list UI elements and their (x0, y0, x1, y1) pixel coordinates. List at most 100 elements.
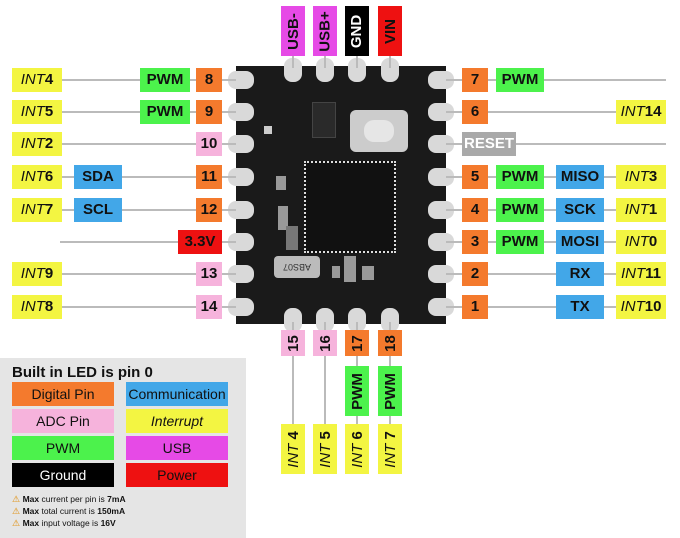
left-func-label: PWM (140, 68, 190, 92)
top-pin-label: USB+ (313, 6, 337, 56)
pad-right-6 (428, 233, 454, 251)
pad-bottom-4 (381, 308, 399, 332)
pad-left-1 (228, 71, 254, 89)
reset-button[interactable] (350, 110, 408, 152)
top-line-4 (389, 56, 391, 68)
top-line-1 (292, 56, 294, 68)
pad-top-4 (381, 58, 399, 82)
left-int-label: INT7 (12, 198, 62, 222)
left-pin-label: 10 (196, 132, 222, 156)
right-int-label: INT1 (616, 198, 666, 222)
right-com-label: TX (556, 295, 604, 319)
right-int-label: INT0 (616, 230, 666, 254)
left-pin-label: 13 (196, 262, 222, 286)
left-int-label: INT4 (12, 68, 62, 92)
legend-note: ⚠ Max current per pin is 7mA (12, 494, 126, 504)
pad-right-5 (428, 201, 454, 219)
right-line-2 (446, 111, 666, 113)
left-int-label: INT5 (12, 100, 62, 124)
pad-right-8 (428, 298, 454, 316)
left-int-label: INT2 (12, 132, 62, 156)
left-int-label: INT6 (12, 165, 62, 189)
pad-right-1 (428, 71, 454, 89)
right-func-label: PWM (496, 68, 544, 92)
pad-left-3 (228, 135, 254, 153)
crystal-marking: ABS07 (282, 262, 312, 272)
left-pin-label: 3.3V (178, 230, 222, 254)
right-func-label: PWM (496, 165, 544, 189)
left-line-6 (60, 241, 236, 243)
legend-item-pwr: Power (126, 463, 228, 487)
pad-bottom-3 (348, 308, 366, 332)
bottom-int-label: INT 6 (345, 424, 369, 474)
right-com-label: RX (556, 262, 604, 286)
top-line-2 (324, 56, 326, 68)
right-pin-label: 6 (462, 100, 488, 124)
legend-item-int: Interrupt (126, 409, 228, 433)
pad-top-3 (348, 58, 366, 82)
pad-top-2 (316, 58, 334, 82)
top-line-3 (356, 56, 358, 68)
pad-left-4 (228, 168, 254, 186)
warning-icon: ⚠ (12, 494, 23, 504)
right-pin-label: 1 (462, 295, 488, 319)
right-pin-label: 3 (462, 230, 488, 254)
left-line-4 (60, 176, 236, 178)
crystal: ABS07 (274, 256, 320, 278)
right-pin-label: 4 (462, 198, 488, 222)
top-pin-label: VIN (378, 6, 402, 56)
left-int-label: INT9 (12, 262, 62, 286)
left-line-3 (60, 143, 236, 145)
pad-bottom-2 (316, 308, 334, 332)
left-pin-label: 9 (196, 100, 222, 124)
left-pin-label: 8 (196, 68, 222, 92)
legend-note: ⚠ Max total current is 150mA (12, 506, 126, 516)
legend-item-adc: ADC Pin (12, 409, 114, 433)
right-int-label: INT14 (616, 100, 666, 124)
top-pin-label: USB- (281, 6, 305, 56)
right-com-label: MOSI (556, 230, 604, 254)
bottom-pin-label: 18 (378, 330, 402, 356)
bottom-line-1 (292, 322, 294, 474)
legend-item-com: Communication (126, 382, 228, 406)
left-int-label: INT8 (12, 295, 62, 319)
right-com-label: SCK (556, 198, 604, 222)
pad-left-2 (228, 103, 254, 121)
legend-item-pwm: PWM (12, 436, 114, 460)
right-int-label: INT3 (616, 165, 666, 189)
right-pin-label: RESET (462, 132, 516, 156)
pad-right-2 (428, 103, 454, 121)
mcu-chip (304, 161, 396, 253)
pad-left-6 (228, 233, 254, 251)
left-line-5 (60, 209, 236, 211)
right-com-label: MISO (556, 165, 604, 189)
warning-icon: ⚠ (12, 506, 23, 516)
bottom-line-2 (324, 322, 326, 474)
bottom-pin-label: 15 (281, 330, 305, 356)
pad-left-7 (228, 265, 254, 283)
left-line-8 (60, 306, 236, 308)
pad-right-3 (428, 135, 454, 153)
left-func-label: SCL (74, 198, 122, 222)
board: ABS07 (228, 58, 454, 332)
left-func-label: PWM (140, 100, 190, 124)
pad-right-7 (428, 265, 454, 283)
right-line-3 (446, 143, 666, 145)
bottom-int-label: INT 5 (313, 424, 337, 474)
left-pin-label: 12 (196, 198, 222, 222)
legend-item-dig: Digital Pin (12, 382, 114, 406)
right-func-label: PWM (496, 198, 544, 222)
left-pin-label: 14 (196, 295, 222, 319)
right-pin-label: 5 (462, 165, 488, 189)
pad-left-5 (228, 201, 254, 219)
legend-panel: Built in LED is pin 0 Digital Pin Communi… (0, 358, 246, 538)
left-func-label: SDA (74, 165, 122, 189)
legend-title: Built in LED is pin 0 (12, 364, 153, 381)
bottom-pin-label: 16 (313, 330, 337, 356)
legend-item-gnd: Ground (12, 463, 114, 487)
right-func-label: PWM (496, 230, 544, 254)
warning-icon: ⚠ (12, 518, 23, 528)
bottom-int-label: INT 7 (378, 424, 402, 474)
right-pin-label: 7 (462, 68, 488, 92)
left-pin-label: 11 (196, 165, 222, 189)
